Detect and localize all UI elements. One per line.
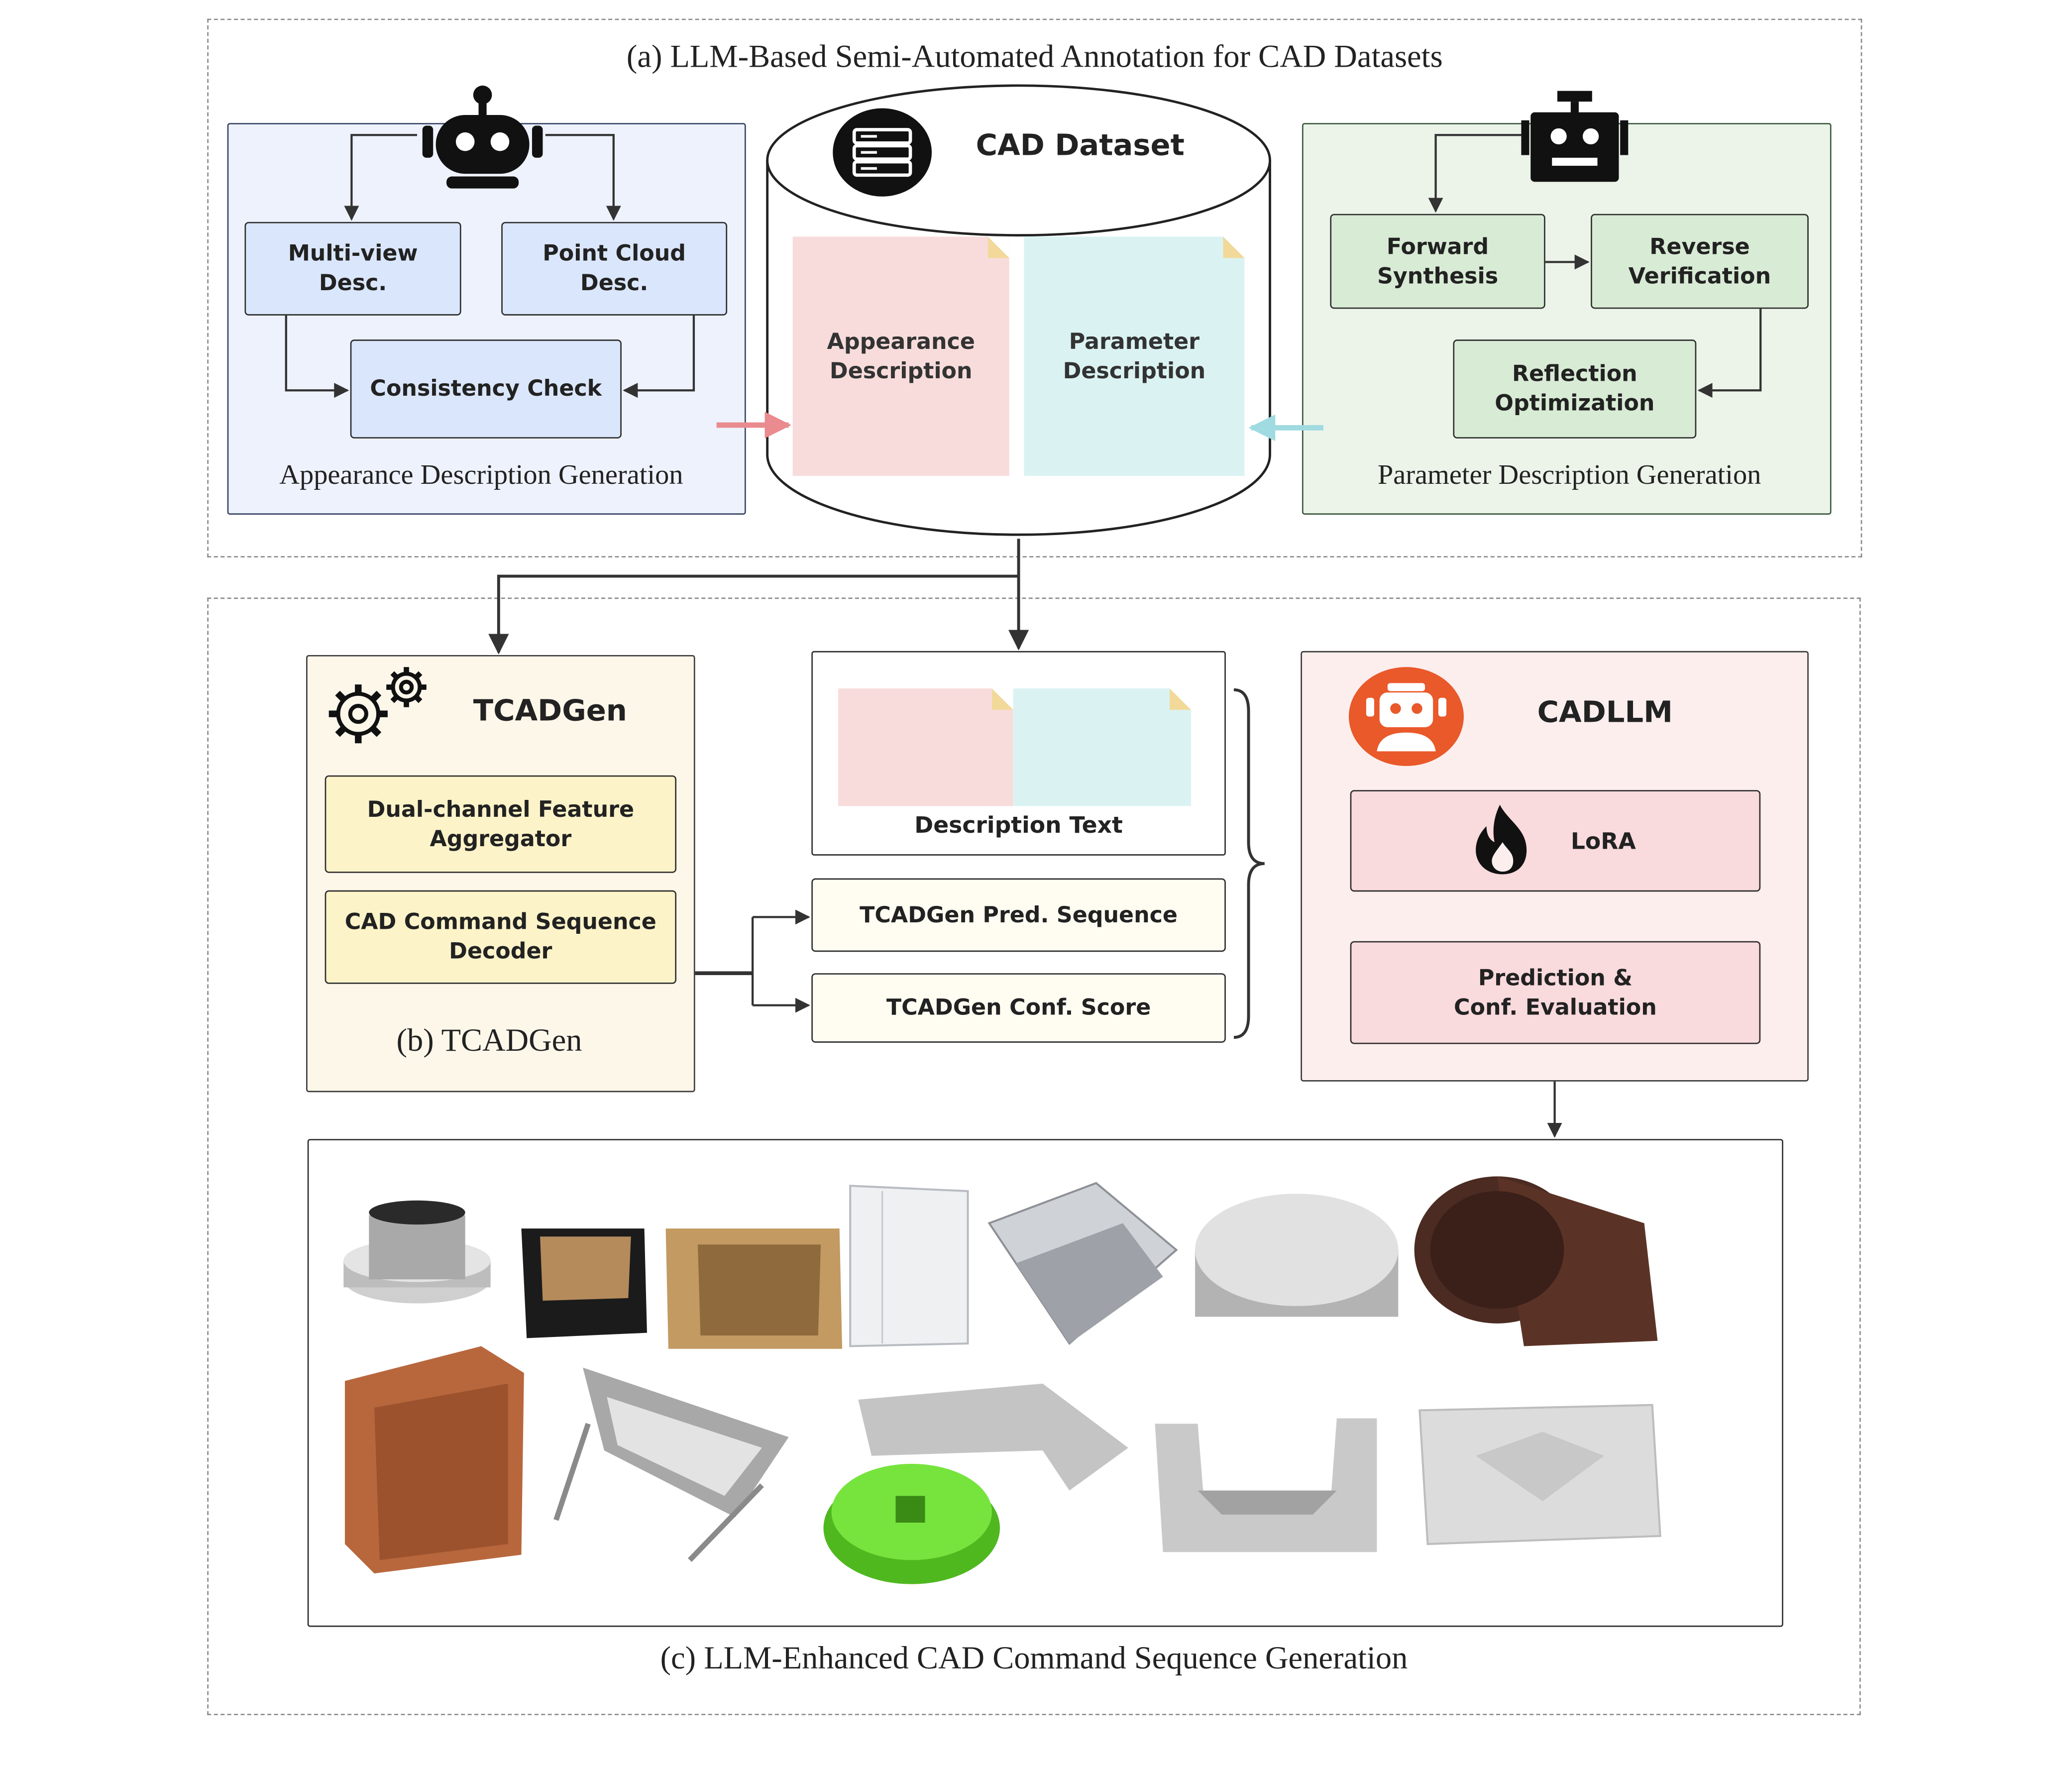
model-gray-tray <box>553 1367 789 1562</box>
model-transparent-prism <box>987 1182 1178 1345</box>
model-green-wheel <box>823 1463 1000 1584</box>
model-brown-cylinder <box>1414 1176 1658 1346</box>
model-bracket <box>858 1383 1128 1491</box>
section-bc-frame <box>207 597 1861 1715</box>
parameter-panel <box>1302 123 1832 515</box>
gears-icon <box>328 667 427 744</box>
parameter-description-doc: Parameter Description <box>1024 236 1245 476</box>
model-plate <box>1418 1404 1661 1546</box>
description-pink-fold <box>991 688 1013 710</box>
appearance-doc-fold <box>987 236 1009 258</box>
conf-score-box: TCADGen Conf. Score <box>811 973 1226 1043</box>
description-cyan-doc <box>1013 688 1192 806</box>
lora-label: LoRA <box>1570 829 1636 856</box>
model-cylinder-gray <box>343 1200 491 1304</box>
robot-icon <box>1521 91 1629 182</box>
description-text-label: Description Text <box>914 812 1123 840</box>
llm-logo-icon <box>1348 667 1464 766</box>
model-black-box <box>521 1228 647 1338</box>
description-pink-doc <box>838 688 1013 806</box>
section-c-title: (c) LLM-Enhanced CAD Command Sequence Ge… <box>660 1642 1408 1676</box>
prediction-evaluation-box: Prediction & Conf. Evaluation <box>1350 941 1761 1044</box>
cadllm-title: CADLLM <box>1537 696 1673 730</box>
consistency-check-box: Consistency Check <box>350 339 622 439</box>
database-icon <box>833 108 932 197</box>
cad-models-illustration <box>343 1176 1661 1584</box>
parameter-doc-fold <box>1223 236 1245 258</box>
appearance-description-doc: Appearance Description <box>792 236 1009 476</box>
dual-channel-aggregator-box: Dual-channel Feature Aggregator <box>325 775 677 873</box>
cad-dataset-title: CAD Dataset <box>976 129 1185 163</box>
section-a-title: (a) LLM-Based Semi-Automated Annotation … <box>626 40 1443 75</box>
pointcloud-desc-box: Point Cloud Desc. <box>501 222 728 316</box>
description-cyan-fold <box>1170 688 1192 710</box>
forward-synthesis-box: Forward Synthesis <box>1330 214 1545 309</box>
model-u-bracket <box>1155 1418 1377 1552</box>
robot-icon <box>422 85 543 189</box>
lora-box <box>1350 790 1761 892</box>
reverse-verification-box: Reverse Verification <box>1591 214 1809 309</box>
tcadgen-caption: (b) TCADGen <box>396 1024 582 1059</box>
model-transparent-shell <box>849 1185 969 1347</box>
reflection-optimization-box: Reflection Optimization <box>1453 339 1697 439</box>
model-gear-disc <box>1195 1194 1399 1317</box>
section-a-frame <box>207 18 1862 557</box>
pred-sequence-box: TCADGen Pred. Sequence <box>811 878 1226 952</box>
fire-icon <box>1476 804 1527 875</box>
model-brown-block <box>344 1346 524 1574</box>
model-tan-frame <box>665 1228 843 1349</box>
parameter-caption: Parameter Description Generation <box>1377 458 1761 491</box>
multiview-desc-box: Multi-view Desc. <box>244 222 461 316</box>
tcadgen-title: TCADGen <box>473 695 627 729</box>
command-sequence-decoder-box: CAD Command Sequence Decoder <box>325 890 677 984</box>
appearance-caption: Appearance Description Generation <box>279 458 683 491</box>
